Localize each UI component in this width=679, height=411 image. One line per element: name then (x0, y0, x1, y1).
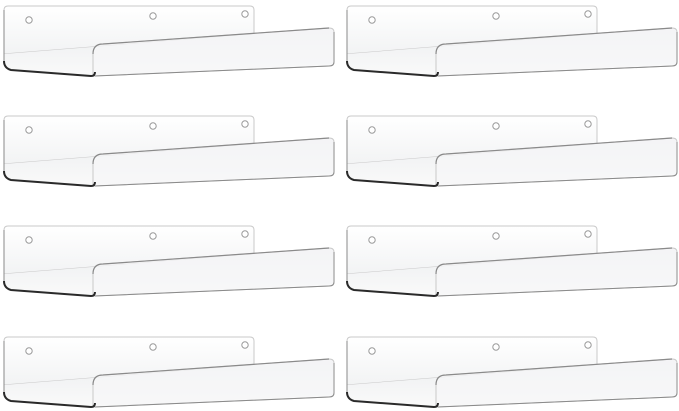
mounting-hole-icon (368, 16, 376, 24)
acrylic-shelf (3, 115, 335, 188)
mounting-hole-icon (368, 236, 376, 244)
mounting-hole-icon (25, 126, 33, 134)
shelf-back-panel (3, 5, 255, 55)
acrylic-shelf (346, 336, 678, 409)
mounting-hole-icon (492, 232, 500, 240)
mounting-hole-icon (584, 341, 592, 349)
shelf-right-edge (94, 252, 335, 297)
mounting-hole-icon (492, 12, 500, 20)
acrylic-shelf (3, 336, 335, 409)
mounting-hole-icon (149, 122, 157, 130)
shelf-bottom-edge (346, 170, 439, 188)
mounting-hole-icon (149, 12, 157, 20)
shelf-bottom-edge (346, 280, 439, 298)
shelf-right-edge (437, 142, 678, 187)
shelf-lip-edge (92, 247, 330, 275)
shelf-bottom-edge (3, 170, 96, 188)
shelf-back-panel (346, 336, 598, 386)
shelf-lip-edge (92, 27, 330, 55)
mounting-hole-icon (241, 120, 249, 128)
shelf-right-edge (437, 363, 678, 408)
shelf-bottom-edge (346, 60, 439, 78)
shelf-back-panel (346, 115, 598, 165)
shelf-right-edge (437, 32, 678, 77)
mounting-hole-icon (25, 347, 33, 355)
shelf-right-edge (437, 252, 678, 297)
mounting-hole-icon (25, 236, 33, 244)
shelf-back-panel (3, 225, 255, 275)
mounting-hole-icon (492, 343, 500, 351)
shelf-lip-edge (435, 247, 673, 275)
mounting-hole-icon (492, 122, 500, 130)
shelf-right-edge (94, 32, 335, 77)
shelf-lip-edge (435, 137, 673, 165)
mounting-hole-icon (368, 347, 376, 355)
mounting-hole-icon (149, 343, 157, 351)
acrylic-shelf (346, 225, 678, 298)
mounting-hole-icon (25, 16, 33, 24)
acrylic-shelf (346, 5, 678, 78)
shelf-back-panel (3, 336, 255, 386)
shelf-bottom-edge (3, 60, 96, 78)
shelf-right-edge (94, 363, 335, 408)
shelf-lip-edge (435, 358, 673, 386)
mounting-hole-icon (241, 230, 249, 238)
shelf-right-edge (94, 142, 335, 187)
shelf-bottom-edge (3, 391, 96, 409)
mounting-hole-icon (368, 126, 376, 134)
shelf-lip-edge (435, 27, 673, 55)
mounting-hole-icon (584, 120, 592, 128)
shelf-lip-edge (92, 137, 330, 165)
shelf-lip-edge (92, 358, 330, 386)
shelf-back-panel (346, 5, 598, 55)
mounting-hole-icon (584, 230, 592, 238)
mounting-hole-icon (241, 10, 249, 18)
shelf-bottom-edge (3, 280, 96, 298)
mounting-hole-icon (584, 10, 592, 18)
acrylic-shelf (3, 225, 335, 298)
mounting-hole-icon (149, 232, 157, 240)
acrylic-shelf (346, 115, 678, 188)
shelf-bottom-edge (346, 391, 439, 409)
mounting-hole-icon (241, 341, 249, 349)
shelf-back-panel (3, 115, 255, 165)
acrylic-shelf (3, 5, 335, 78)
shelf-back-panel (346, 225, 598, 275)
